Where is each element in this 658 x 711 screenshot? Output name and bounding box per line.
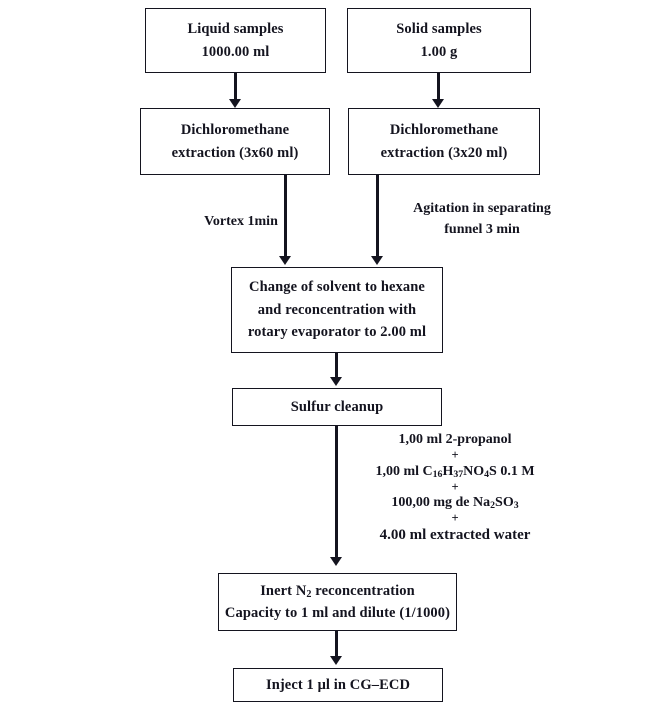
connector-liquid-to-dcm <box>234 73 237 103</box>
reagent-item-1: 1,00 ml 2-propanol <box>398 432 512 447</box>
reagent-list: 1,00 ml 2-propanol + 1,00 ml C16H37NO4S … <box>355 431 555 545</box>
reagent-item-2-sub1: 16 <box>432 468 443 480</box>
node-inject: Inject 1 μl in CG–ECD <box>233 668 443 702</box>
inert-line2: Capacity to 1 ml and dilute (1/1000) <box>224 605 451 621</box>
liquid-samples-line1: Liquid samples <box>187 21 284 38</box>
sulfur-cleanup-line1: Sulfur cleanup <box>290 398 384 415</box>
arrowhead-solid-to-dcm-icon <box>432 99 444 108</box>
node-dcm-extraction-solid: Dichloromethane extraction (3x20 ml) <box>348 108 540 175</box>
inert-line1-a: Inert N <box>260 582 307 599</box>
reagent-item-2-mid1: H <box>442 463 454 479</box>
reagent-item-3-sub1: 2 <box>490 500 496 512</box>
reagent-plus-2: + <box>451 479 459 494</box>
inert-line1-b: reconcentration <box>311 582 415 599</box>
node-liquid-samples: Liquid samples 1000.00 ml <box>145 8 326 73</box>
reagent-item-3-mid: SO <box>495 495 514 511</box>
arrowhead-liquid-to-dcm-icon <box>229 99 241 108</box>
reagent-item-2-pre: 1,00 ml C <box>375 463 433 479</box>
connector-solid-to-dcm <box>437 73 440 103</box>
solvent-change-line1: Change of solvent to hexane <box>249 279 425 296</box>
inject-line1: Inject 1 μl in CG–ECD <box>265 676 411 693</box>
connector-inert-to-inject <box>335 631 338 659</box>
reagent-item-2-mid2: NO <box>463 463 485 479</box>
reagent-item-3-sub2: 3 <box>513 500 519 512</box>
connector-dcm-solid-to-solvent <box>376 175 379 259</box>
dcm-liquid-line2: extraction (3x60 ml) <box>171 144 299 161</box>
solvent-change-line2: and reconcentration with <box>257 301 417 318</box>
solvent-change-line3: rotary evaporator to 2.00 ml <box>247 324 427 341</box>
arrowhead-solvent-to-sulfur-icon <box>330 377 342 386</box>
reagent-item-4: 4.00 ml extracted water <box>379 526 531 543</box>
annotation-vortex-line1: Vortex 1min <box>204 214 278 229</box>
reagent-item-2-sub3: 4 <box>484 468 490 480</box>
solid-samples-line2: 1.00 g <box>420 43 458 60</box>
arrowhead-dcm-solid-to-solvent-icon <box>371 256 383 265</box>
annotation-agitation-line1: Agitation in separating <box>413 201 551 216</box>
node-sulfur-cleanup: Sulfur cleanup <box>232 388 442 426</box>
liquid-samples-line2: 1000.00 ml <box>201 43 270 60</box>
reagent-item-2-post: S 0.1 M <box>489 463 535 479</box>
annotation-vortex: Vortex 1min <box>186 211 296 232</box>
node-solid-samples: Solid samples 1.00 g <box>347 8 531 73</box>
annotation-agitation: Agitation in separating funnel 3 min <box>392 198 572 240</box>
arrowhead-sulfur-to-inert-icon <box>330 557 342 566</box>
reagent-item-2-sub2: 37 <box>453 468 464 480</box>
node-inert-reconcentration: Inert N2 reconcentration Capacity to 1 m… <box>218 573 457 631</box>
reagent-item-3-pre: 100,00 mg de Na <box>391 495 491 511</box>
node-dcm-extraction-liquid: Dichloromethane extraction (3x60 ml) <box>140 108 330 175</box>
inert-line1: Inert N2 reconcentration <box>260 580 415 602</box>
reagent-item-3: 100,00 mg de Na2SO3 <box>355 494 555 512</box>
reagent-plus-1: + <box>451 447 459 462</box>
inert-line1-sub: 2 <box>306 588 312 600</box>
connector-dcm-liquid-to-solvent <box>284 175 287 259</box>
arrowhead-inert-to-inject-icon <box>330 656 342 665</box>
reagent-item-2: 1,00 ml C16H37NO4S 0.1 M <box>355 463 555 481</box>
node-solvent-change: Change of solvent to hexane and reconcen… <box>231 267 443 353</box>
connector-solvent-to-sulfur <box>335 353 338 380</box>
connector-sulfur-to-inert <box>335 426 338 560</box>
dcm-solid-line1: Dichloromethane <box>389 122 499 139</box>
solid-samples-line1: Solid samples <box>396 21 482 38</box>
arrowhead-dcm-liquid-to-solvent-icon <box>279 256 291 265</box>
annotation-agitation-line2: funnel 3 min <box>444 222 520 237</box>
dcm-solid-line2: extraction (3x20 ml) <box>380 144 508 161</box>
dcm-liquid-line1: Dichloromethane <box>180 122 290 139</box>
reagent-plus-3: + <box>451 511 459 526</box>
